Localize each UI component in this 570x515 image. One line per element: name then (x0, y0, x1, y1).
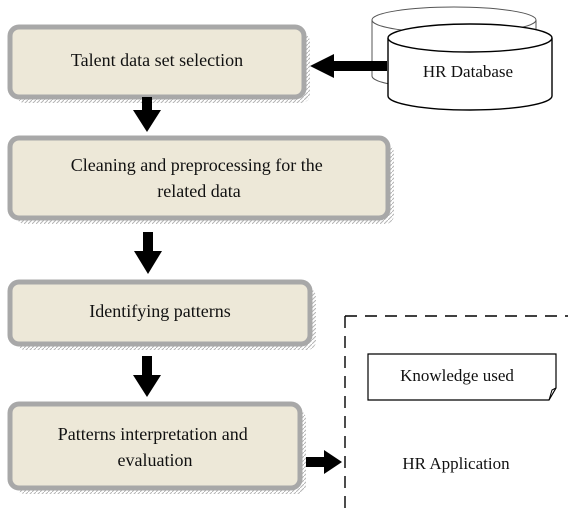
database-cylinder-front (387, 23, 553, 111)
step-label: Identifying patterns (89, 301, 230, 321)
step-talent-data-set-selection: Talent data set selection (7, 24, 310, 103)
step-label: Patterns interpretation and evaluation (58, 424, 252, 470)
database-label: HR Database (423, 62, 513, 81)
arrow-down-1 (133, 97, 161, 132)
step-identifying-patterns: Identifying patterns (7, 279, 316, 350)
step-box (7, 401, 303, 491)
hr-database: HR Database (371, 6, 553, 111)
step-box (7, 279, 313, 347)
note-label: Knowledge used (400, 366, 514, 385)
application-label: HR Application (402, 454, 510, 473)
step-cleaning-preprocessing: Cleaning and preprocessing for the relat… (7, 135, 394, 224)
step-box (7, 135, 391, 221)
arrow-left-database (310, 54, 387, 78)
hr-application-region: Knowledge used HR Application (344, 315, 568, 512)
arrow-right-application (306, 450, 342, 474)
arrow-down-3 (133, 356, 161, 397)
step-box (7, 24, 307, 100)
knowledge-used-note: Knowledge used (367, 353, 557, 401)
step-label: Cleaning and preprocessing for the relat… (71, 155, 327, 201)
arrow-down-2 (134, 232, 162, 274)
step-label: Talent data set selection (71, 50, 243, 70)
step-patterns-interpretation: Patterns interpretation and evaluation (7, 401, 306, 494)
